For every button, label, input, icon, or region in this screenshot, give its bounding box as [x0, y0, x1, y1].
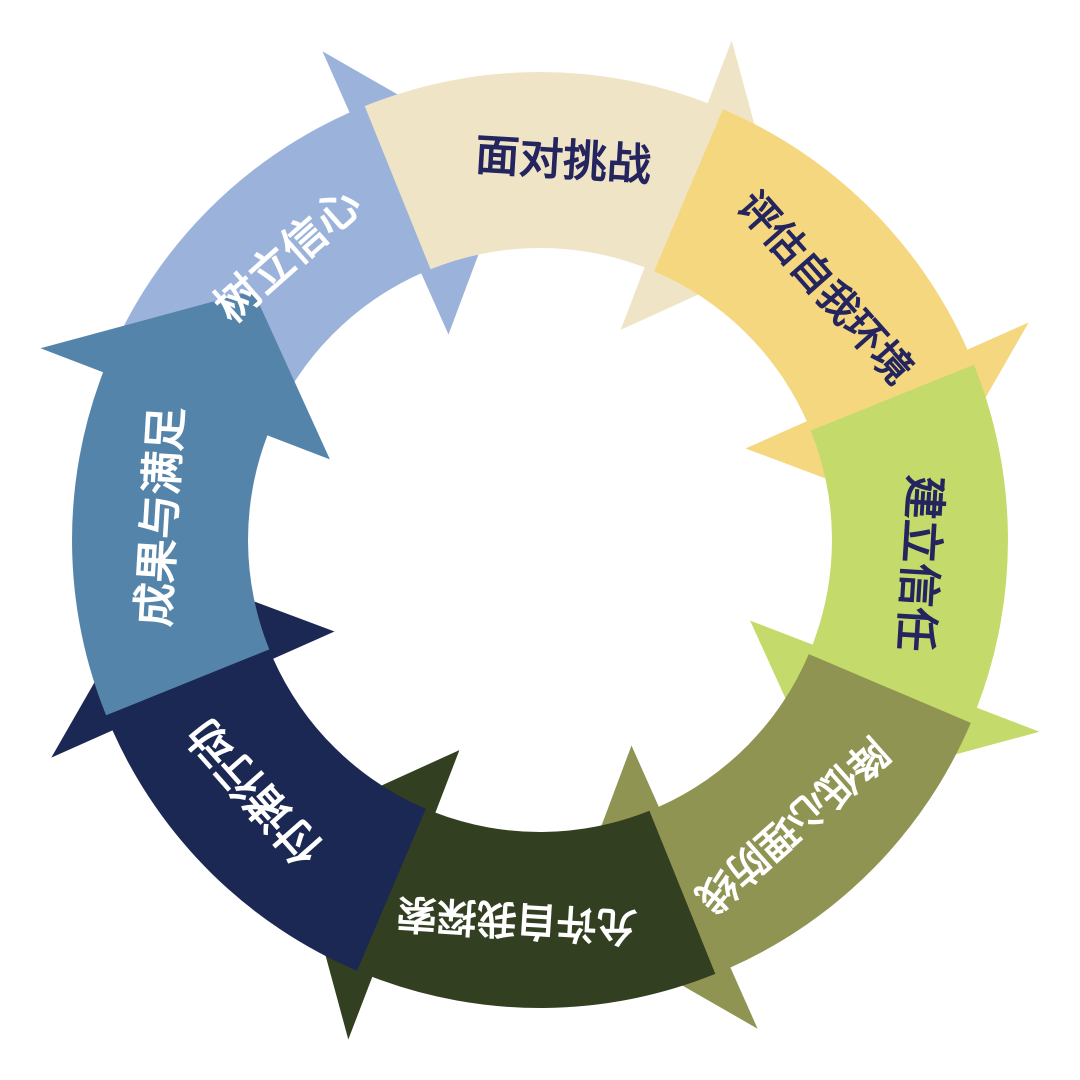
cycle-arrows [40, 40, 1040, 1040]
label-face-challenge: 面对挑战 [474, 130, 653, 192]
label-build-trust: 建立信任 [888, 474, 950, 653]
cycle-arrow-results-satisfaction [40, 290, 330, 716]
